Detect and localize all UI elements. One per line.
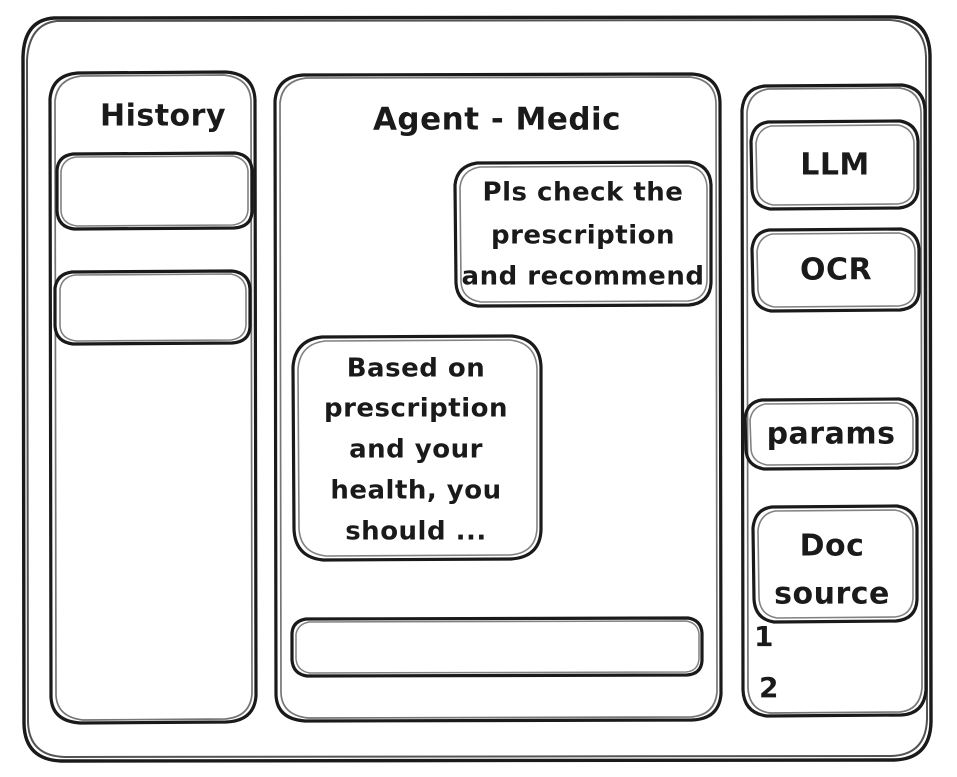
tool-chip-ocr-label: OCR	[800, 253, 872, 288]
message-assistant-line-3: health, you	[330, 476, 501, 506]
tool-chip-ocr[interactable]: OCR	[750, 227, 921, 313]
history-panel-title: History	[100, 99, 226, 134]
sidebar-item-history-0[interactable]	[55, 151, 254, 231]
message-assistant-line-4: should ...	[345, 517, 487, 547]
doc-source-line-1: source	[774, 577, 890, 612]
window-frame	[21, 15, 933, 763]
message-bubble-user: Pls check the prescription and recommend	[453, 160, 713, 308]
message-user-line-0: Pls check the	[483, 178, 684, 208]
message-bubble-assistant: Based on prescription and your health, y…	[291, 334, 543, 562]
doc-source-list-item-2[interactable]: 2	[759, 671, 779, 704]
message-user-line-2: and recommend	[462, 262, 705, 292]
message-assistant-line-1: prescription	[324, 394, 508, 424]
message-assistant-line-2: and your	[349, 435, 483, 465]
message-input[interactable]	[290, 616, 704, 678]
doc-source-line-0: Doc	[800, 529, 865, 564]
tools-panel	[740, 83, 928, 718]
doc-source-card[interactable]: Doc source	[751, 504, 919, 624]
message-assistant-line-0: Based on	[347, 354, 486, 384]
tool-chip-llm[interactable]: LLM	[749, 119, 920, 211]
doc-source-list-item-1[interactable]: 1	[754, 620, 774, 653]
agent-panel-title: Agent - Medic	[373, 102, 621, 138]
message-user-line-1: prescription	[491, 221, 675, 251]
tool-chip-llm-label: LLM	[800, 148, 870, 183]
agent-panel	[273, 72, 723, 723]
tool-chip-params[interactable]: params	[743, 397, 919, 471]
history-panel	[48, 70, 258, 725]
tool-chip-params-label: params	[767, 417, 896, 452]
sidebar-item-history-1[interactable]	[53, 269, 252, 346]
